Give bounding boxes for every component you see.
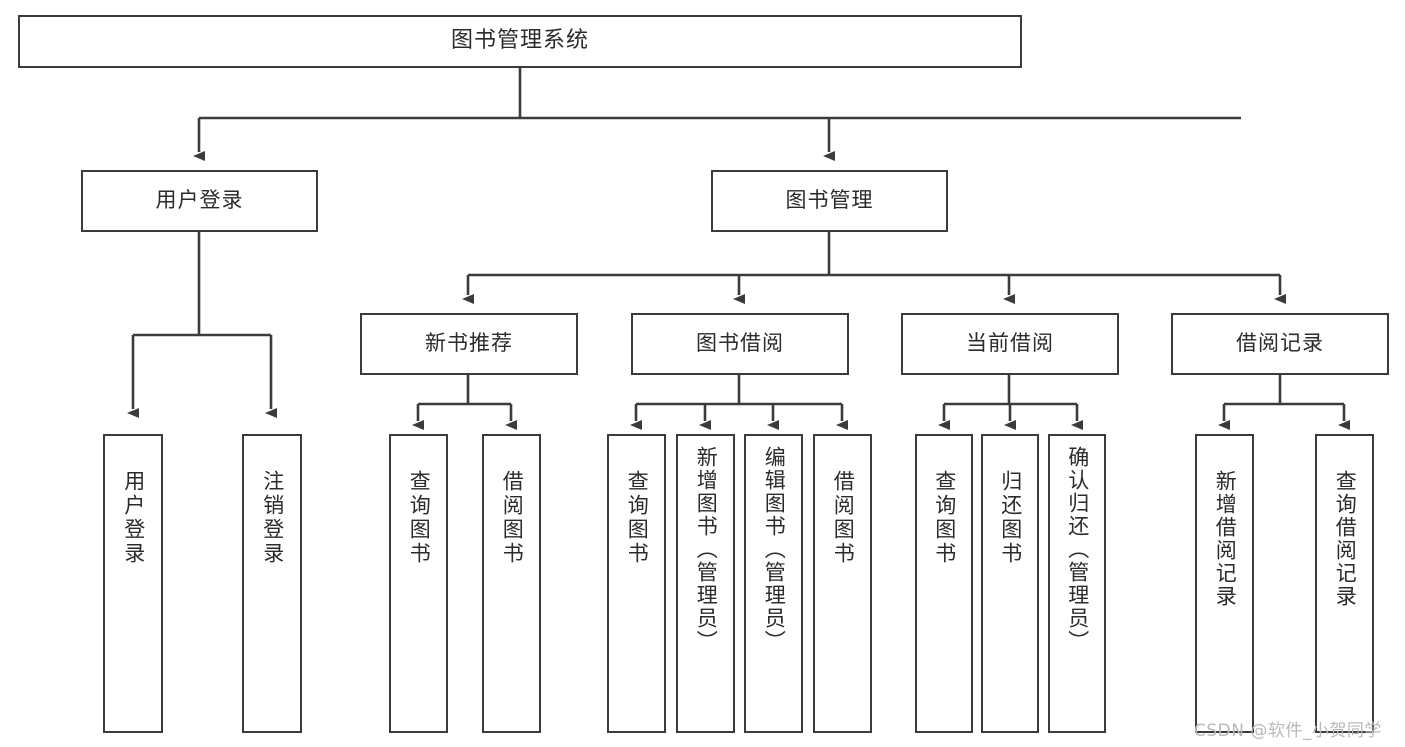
node-leaf-add-borrow-record[interactable]: 新增借阅记录 [1195,434,1254,733]
node-root-system[interactable]: 图书管理系统 [18,15,1022,68]
node-label: 确认归还（管理员） [1065,446,1090,653]
node-leaf-query-book-recommend[interactable]: 查询图书 [389,434,448,733]
node-label: 当前借阅 [966,331,1054,356]
node-leaf-edit-book-admin[interactable]: 编辑图书（管理员） [744,434,803,733]
node-label: 查询图书 [407,470,432,566]
node-leaf-logout[interactable]: 注销登录 [242,434,302,733]
node-label: 图书借阅 [696,331,784,356]
node-label: 注销登录 [260,470,285,566]
node-label: 新增图书（管理员） [694,446,719,653]
node-leaf-add-book-admin[interactable]: 新增图书（管理员） [676,434,735,733]
node-leaf-borrow-book-recommend[interactable]: 借阅图书 [482,434,541,733]
node-label: 用户登录 [121,470,146,566]
node-label: 新增借阅记录 [1213,470,1238,608]
node-label: 图书管理系统 [450,28,589,54]
node-label: 借阅图书 [831,470,856,566]
node-leaf-borrow-book[interactable]: 借阅图书 [813,434,872,733]
node-label: 图书管理 [785,188,874,213]
node-label: 查询图书 [932,470,957,566]
node-current-borrow[interactable]: 当前借阅 [901,313,1119,375]
node-label: 新书推荐 [425,331,513,356]
watermark-csdn: CSDN @软件_小贺同学 [1194,721,1382,741]
node-label: 借阅图书 [500,470,525,566]
node-label: 查询图书 [625,470,650,566]
node-book-borrow[interactable]: 图书借阅 [631,313,849,375]
node-label: 借阅记录 [1236,331,1324,356]
node-label: 用户登录 [155,188,244,213]
node-leaf-user-login[interactable]: 用户登录 [103,434,163,733]
node-leaf-query-book-borrow[interactable]: 查询图书 [607,434,666,733]
node-leaf-query-book-current[interactable]: 查询图书 [915,434,973,733]
node-label: 编辑图书（管理员） [762,446,787,653]
node-leaf-confirm-return-admin[interactable]: 确认归还（管理员） [1048,434,1106,733]
node-label: 归还图书 [998,470,1023,566]
node-borrow-record[interactable]: 借阅记录 [1171,313,1389,375]
node-leaf-return-book[interactable]: 归还图书 [981,434,1039,733]
node-book-management[interactable]: 图书管理 [711,170,948,232]
node-label: 查询借阅记录 [1333,470,1358,608]
node-user-login[interactable]: 用户登录 [81,170,318,232]
node-leaf-query-borrow-record[interactable]: 查询借阅记录 [1315,434,1374,733]
node-new-book-recommend[interactable]: 新书推荐 [360,313,578,375]
